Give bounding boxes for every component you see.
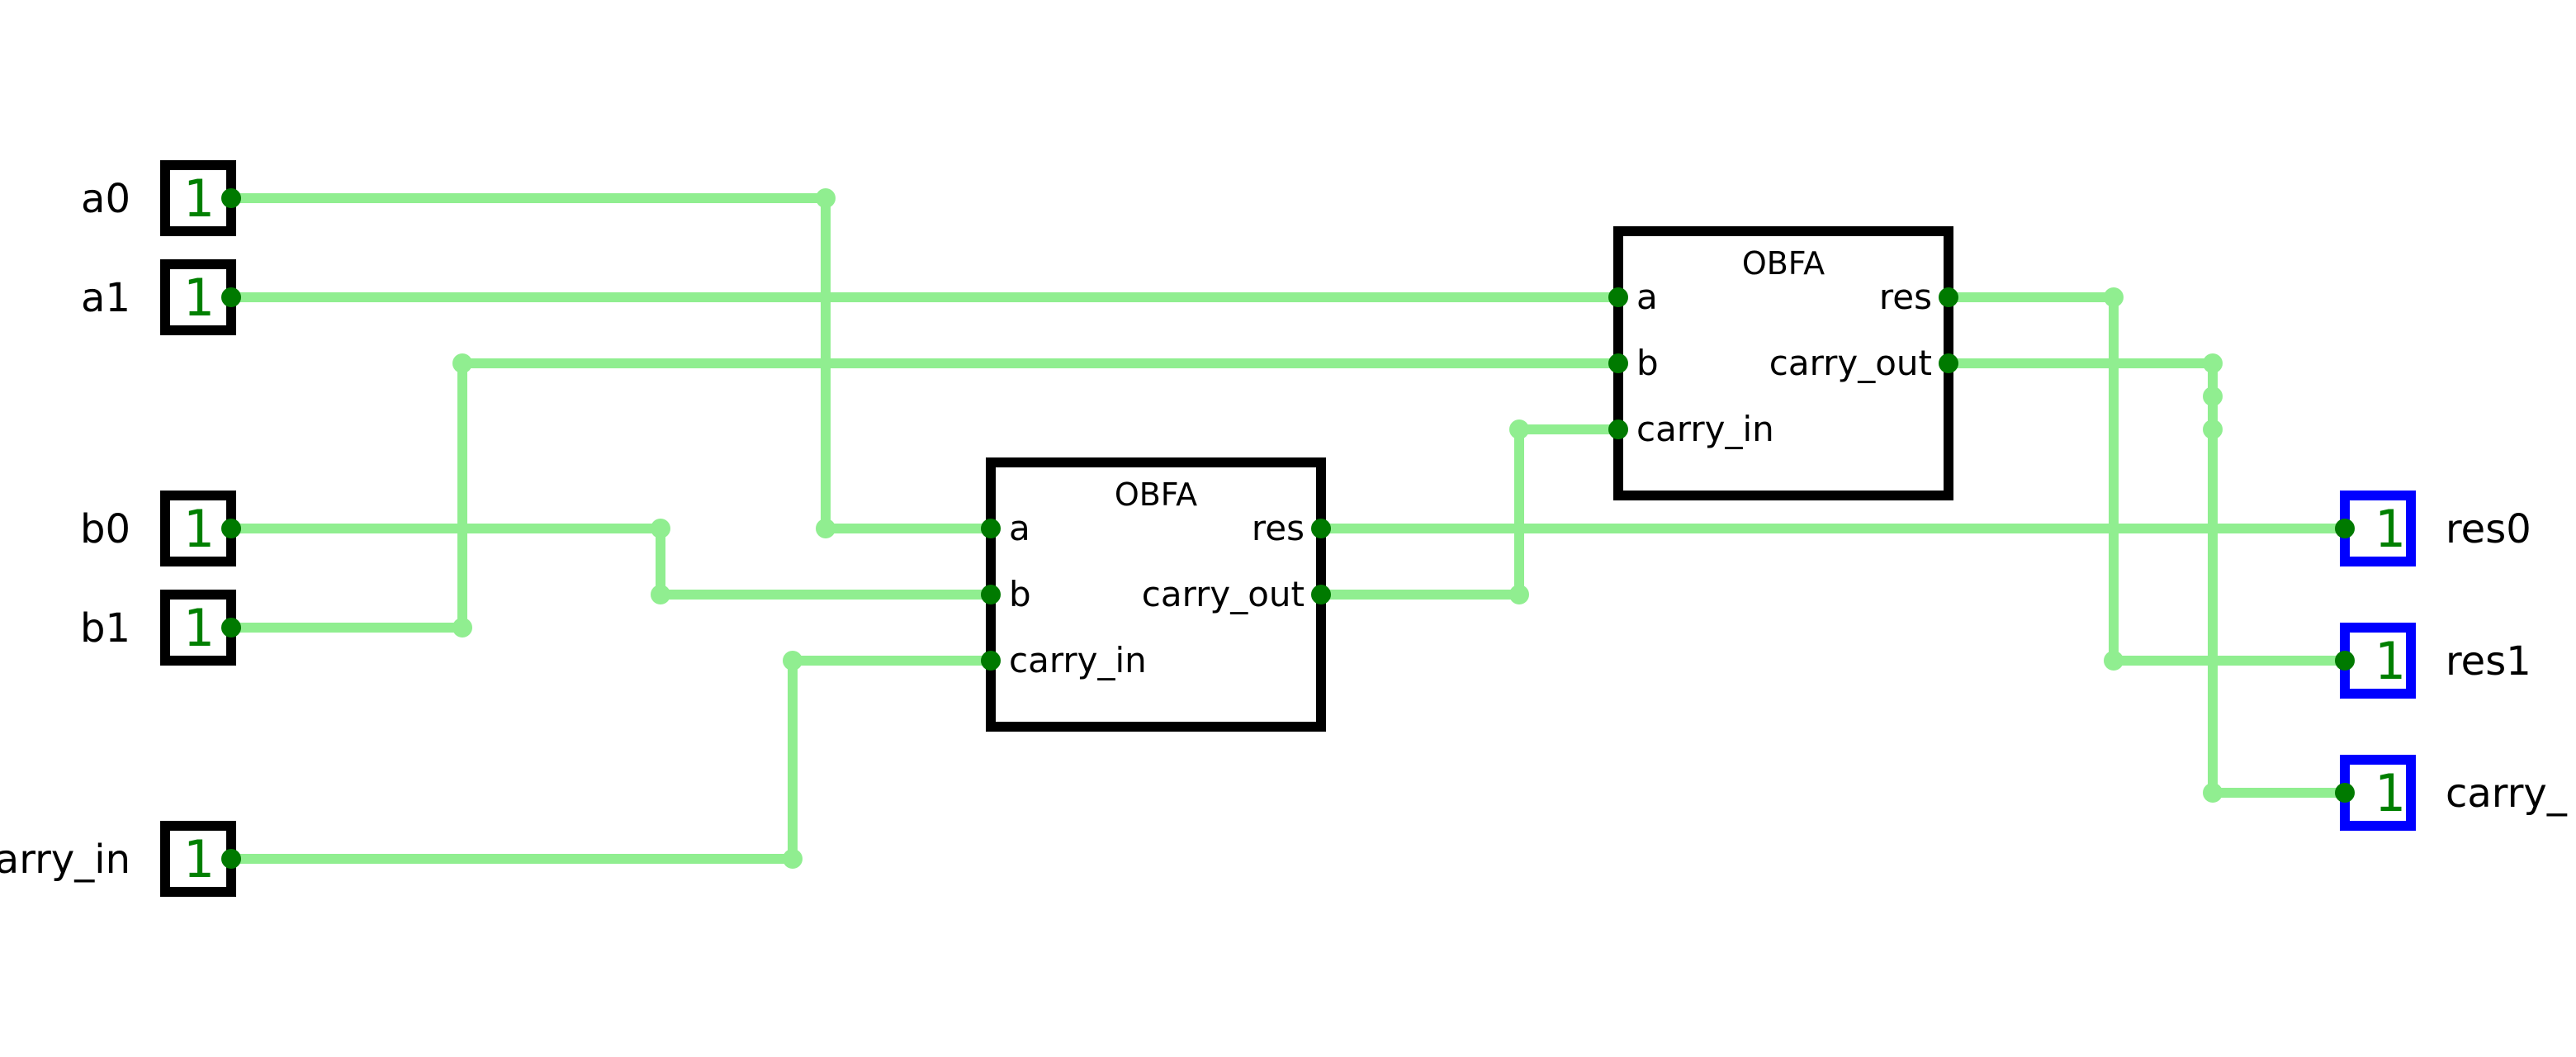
wire-obfa-0-carry-out-to-obfa-1-carry-in[interactable] — [1321, 419, 1618, 604]
input-box-a1[interactable] — [160, 259, 236, 335]
input-value-a1[interactable]: 1 — [182, 268, 213, 328]
wire-junction[interactable] — [1509, 585, 1529, 604]
wire-junction[interactable] — [2203, 783, 2223, 803]
port-connector[interactable] — [2335, 783, 2355, 803]
input-value-a0[interactable]: 1 — [182, 168, 213, 229]
output-label-carry-out: carry_ — [2446, 770, 2568, 817]
wire-junction[interactable] — [2104, 651, 2124, 671]
obfa-component-0[interactable]: OBFA a b carry_in res carry_out — [986, 457, 1326, 732]
port-connector[interactable] — [1608, 287, 1628, 307]
wire-junction[interactable] — [816, 188, 836, 208]
port-connector[interactable] — [1939, 353, 1958, 373]
input-label-carry-in: carry_in — [0, 837, 130, 883]
input-label-b1: b1 — [80, 605, 130, 652]
wire-junction[interactable] — [2203, 419, 2223, 439]
port-connector[interactable] — [1939, 287, 1958, 307]
input-label-a1: a1 — [81, 275, 130, 321]
output-pin-res0[interactable]: 1 res0 — [2340, 491, 2531, 566]
port-connector[interactable] — [2335, 519, 2355, 538]
output-box-res1[interactable] — [2340, 623, 2416, 699]
obfa-0-port-label-res: res — [1252, 508, 1305, 548]
output-value-res0: 1 — [2374, 499, 2404, 559]
ports-layer — [221, 188, 2355, 869]
obfa-1-port-label-carry-in: carry_in — [1636, 409, 1774, 449]
wire-junction[interactable] — [452, 618, 472, 638]
port-connector[interactable] — [981, 519, 1001, 538]
wire-segment[interactable] — [231, 524, 991, 600]
port-connector[interactable] — [221, 618, 241, 638]
obfa-0-port-label-b: b — [1009, 574, 1031, 614]
port-connector[interactable] — [1608, 353, 1628, 373]
port-connector[interactable] — [221, 287, 241, 307]
wires-layer — [231, 188, 2345, 869]
port-connector[interactable] — [2335, 651, 2355, 671]
output-pin-carry-out[interactable]: 1 carry_ — [2340, 755, 2568, 831]
input-value-carry-in[interactable]: 1 — [182, 829, 213, 889]
obfa-1-port-label-a: a — [1636, 277, 1658, 317]
input-pin-b1[interactable]: b1 1 — [80, 590, 236, 666]
output-label-res1: res1 — [2446, 638, 2531, 685]
wire-obfa-1-res-to-res1[interactable] — [1949, 287, 2345, 671]
wire-junction[interactable] — [2203, 386, 2223, 406]
wire-junction[interactable] — [816, 519, 836, 538]
obfa-0-port-label-carry-out: carry_out — [1142, 574, 1305, 614]
wire-segment[interactable] — [231, 656, 991, 864]
input-pin-b0[interactable]: b0 1 — [80, 491, 236, 566]
wire-junction[interactable] — [651, 585, 670, 604]
obfa-component-1[interactable]: OBFA a b carry_in res carry_out — [1613, 226, 1953, 500]
wire-junction[interactable] — [2104, 287, 2124, 307]
port-connector[interactable] — [1311, 585, 1331, 604]
port-connector[interactable] — [1608, 419, 1628, 439]
input-label-a0: a0 — [81, 176, 130, 222]
input-box-b1[interactable] — [160, 590, 236, 666]
wire-segment[interactable] — [1321, 424, 1618, 600]
input-value-b1[interactable]: 1 — [182, 598, 213, 658]
port-connector[interactable] — [1311, 519, 1331, 538]
port-connector[interactable] — [221, 519, 241, 538]
output-value-carry-out: 1 — [2374, 763, 2404, 823]
input-pin-a0[interactable]: a0 1 — [81, 160, 236, 236]
obfa-0-port-label-a: a — [1009, 508, 1030, 548]
output-box-res0[interactable] — [2340, 491, 2416, 566]
wire-obfa-1-carry-out-to-carry-out[interactable] — [1949, 353, 2345, 803]
wire-segment[interactable] — [1949, 358, 2345, 798]
port-connector[interactable] — [981, 651, 1001, 671]
wire-junction[interactable] — [783, 651, 803, 671]
obfa-0-port-label-carry-in: carry_in — [1009, 640, 1147, 680]
wire-junction[interactable] — [651, 519, 670, 538]
port-connector[interactable] — [981, 585, 1001, 604]
output-value-res1: 1 — [2374, 631, 2404, 691]
port-connector[interactable] — [221, 188, 241, 208]
input-label-b0: b0 — [80, 506, 130, 552]
output-pin-res1[interactable]: 1 res1 — [2340, 623, 2531, 699]
wire-junction[interactable] — [783, 849, 803, 869]
obfa-1-title: OBFA — [1742, 245, 1825, 282]
obfa-1-port-label-b: b — [1636, 343, 1659, 383]
obfa-1-port-label-carry-out: carry_out — [1769, 343, 1932, 383]
wire-junction[interactable] — [2203, 353, 2223, 373]
input-value-b0[interactable]: 1 — [182, 499, 213, 559]
wire-carry-in-to-obfa-0-carry-in[interactable] — [231, 651, 991, 869]
wire-segment[interactable] — [231, 358, 1618, 633]
wire-segment[interactable] — [1949, 292, 2345, 666]
wire-junction[interactable] — [452, 353, 472, 373]
wire-junction[interactable] — [1509, 419, 1529, 439]
output-label-res0: res0 — [2446, 506, 2531, 552]
obfa-1-port-label-res: res — [1879, 277, 1932, 317]
obfa-0-title: OBFA — [1115, 476, 1197, 513]
wire-b1-to-obfa-1-b[interactable] — [231, 353, 1618, 638]
input-pin-carry-in[interactable]: carry_in 1 — [0, 821, 236, 897]
port-connector[interactable] — [221, 849, 241, 869]
wire-b0-to-obfa-0-b[interactable] — [231, 519, 991, 604]
input-pin-a1[interactable]: a1 1 — [81, 259, 236, 335]
